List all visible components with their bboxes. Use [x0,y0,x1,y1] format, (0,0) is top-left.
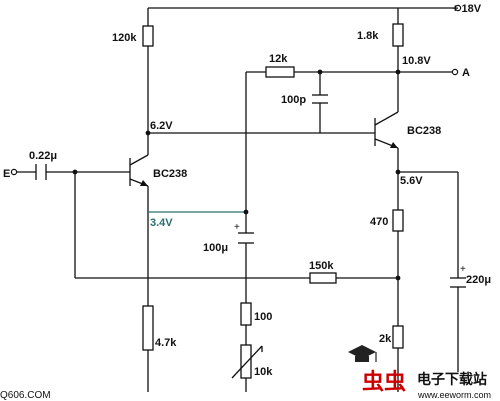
resistor-470 [392,209,404,232]
svg-text:+: + [234,222,240,233]
supply-voltage-label: + 18V [452,3,482,15]
r-150k-label: 150k [309,260,334,272]
capacitor-0-22u [35,164,47,180]
capacitor-100u: + [234,222,254,244]
watermark: 虫虫 电子下载站 www.eeworm.com [348,345,491,400]
c-100u-label: 100μ [203,242,228,254]
resistor-12k [265,66,295,78]
transistor-q2 [374,111,399,149]
r-470-label: 470 [370,216,388,228]
transistor-q1 [129,154,149,187]
svg-text:+: + [460,264,466,275]
resistor-100 [240,302,252,326]
r-12k-label: 12k [269,53,288,65]
q2-label: BC238 [407,125,441,137]
c-0-22u-label: 0.22μ [29,150,57,162]
c-220u-label: 220μ [466,274,491,286]
r-4-7k-label: 4.7k [155,337,177,349]
node-6-2v-label: 6.2V [150,120,173,132]
capacitor-100p [312,94,328,104]
junction-dots [72,69,401,281]
watermark-brand-red: 虫虫 [362,369,406,395]
r-100-label: 100 [254,311,272,323]
c-100p-label: 100p [281,94,306,106]
source-mark: Q606.COM [0,390,51,401]
pot-10k-label: 10k [254,366,273,378]
resistor-1-8k [392,23,404,47]
resistor-2k [392,325,404,349]
node-10-8v-label: 10.8V [402,55,431,67]
r-120k-label: 120k [112,32,137,44]
node-3-4v-label: 3.4V [150,217,173,229]
graduation-cap-icon [348,345,377,362]
input-terminal-e [10,168,18,176]
supply-terminal [454,4,462,12]
watermark-brand-text: 电子下载站 [417,371,487,388]
q1-label: BC238 [153,168,187,180]
wires [14,7,459,392]
input-e-label: E [3,168,10,180]
resistor-4-7k [142,305,154,351]
capacitor-220u: + [450,264,466,288]
resistor-120k [142,25,154,47]
r-2k-label: 2k [379,333,392,345]
node-5-6v-label: 5.6V [400,175,423,187]
output-terminal-a [451,68,459,76]
potentiometer-10k [231,344,263,379]
watermark-url: www.eeworm.com [417,390,491,400]
r-1-8k-label: 1.8k [357,30,379,42]
resistor-150k [309,272,337,284]
node-a-label: A [462,67,470,79]
